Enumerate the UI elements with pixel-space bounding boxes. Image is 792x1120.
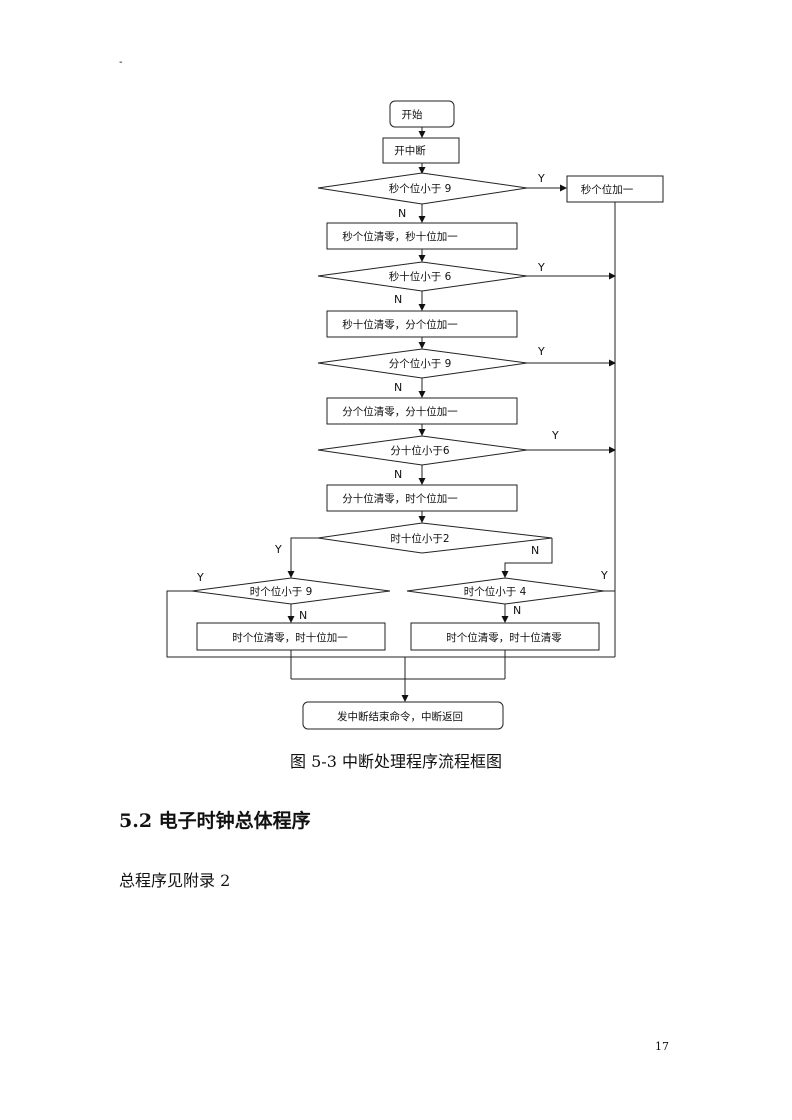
yes-label-7: Y xyxy=(600,569,608,582)
process-3-text: 分个位清零，分十位加一 xyxy=(342,405,458,418)
decision-3-text: 分个位小于 9 xyxy=(389,357,452,370)
decision-1-text: 秒个位小于 9 xyxy=(389,182,452,195)
yes-label-5: Y xyxy=(274,543,282,556)
decision-5-text: 时十位小于2 xyxy=(390,532,449,545)
enable-interrupt-box xyxy=(382,137,460,164)
no-label-7: N xyxy=(513,604,521,617)
process-2-text: 秒十位清零，分个位加一 xyxy=(342,318,458,331)
yes-label-3: Y xyxy=(537,345,545,358)
no-label-5: N xyxy=(531,544,539,557)
page-number: 17 xyxy=(655,1040,669,1053)
yes-label-4: Y xyxy=(551,429,559,442)
no-label-6: N xyxy=(299,609,307,622)
decision-7-text: 时个位小于 4 xyxy=(464,585,527,598)
decision-6-text: 时个位小于 9 xyxy=(250,585,313,598)
interrupt-flowchart: 开始 开中断 秒个位小于 9 秒个位加一 秒个位清零，秒十位加一 秒十位小于 6… xyxy=(166,100,664,730)
yes-label-6: Y xyxy=(196,571,204,584)
no-label-4: N xyxy=(394,468,402,481)
body-text: 总程序见附录 2 xyxy=(119,871,231,890)
yes-label-1: Y xyxy=(537,172,545,185)
process-4-text: 分十位清零，时个位加一 xyxy=(342,492,458,505)
end-text: 发中断结束命令，中断返回 xyxy=(337,710,463,723)
end-terminal xyxy=(302,701,504,730)
header-mark: - xyxy=(119,57,123,68)
process-7-text: 时个位清零，时十位清零 xyxy=(446,631,562,644)
figure-caption: 图 5-3 中断处理程序流程框图 xyxy=(290,752,502,771)
process-1-text: 秒个位清零，秒十位加一 xyxy=(342,230,458,243)
section-heading: 5.2 电子时钟总体程序 xyxy=(119,810,311,832)
start-text: 开始 xyxy=(402,108,423,121)
no-label-1: N xyxy=(398,207,406,220)
decision-2-text: 秒十位小于 6 xyxy=(389,270,452,283)
yes-label-2: Y xyxy=(537,261,545,274)
seconds-ones-increment-text: 秒个位加一 xyxy=(581,183,634,196)
decision-4-text: 分十位小于6 xyxy=(390,444,449,457)
process-6-text: 时个位清零，时十位加一 xyxy=(232,631,348,644)
no-label-2: N xyxy=(394,293,402,306)
enable-interrupt-text: 开中断 xyxy=(394,144,426,157)
decision-hours-ones-9 xyxy=(191,577,391,605)
no-label-3: N xyxy=(394,381,402,394)
